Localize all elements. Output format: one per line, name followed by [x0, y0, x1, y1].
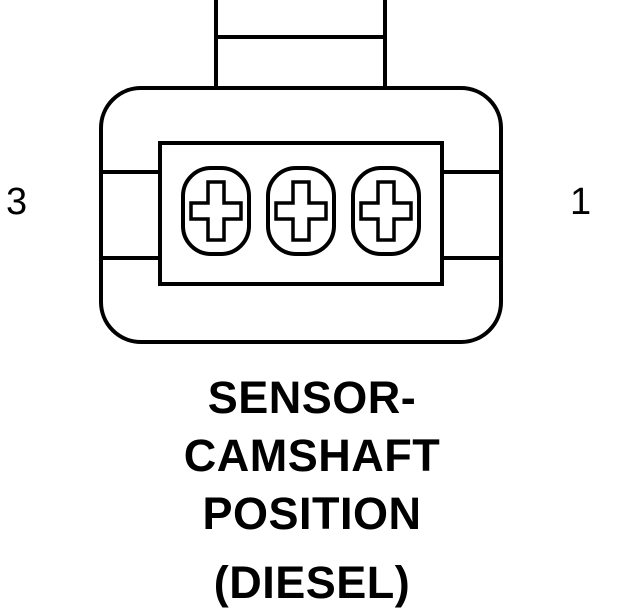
caption-line-position: POSITION: [202, 488, 422, 539]
pin-number-label-left: 3: [6, 181, 28, 223]
terminal-pin-1: [351, 166, 421, 256]
caption-line-sensor: SENSOR-: [207, 372, 417, 423]
terminal-pin-3: [181, 166, 251, 256]
caption-line-camshaft: CAMSHAFT: [183, 430, 441, 481]
pin-number-label-right: 1: [570, 181, 592, 223]
connector-locking-tab: [214, 0, 387, 90]
terminal-pin-2: [266, 166, 336, 256]
caption-line-diesel: (DIESEL): [213, 557, 411, 608]
